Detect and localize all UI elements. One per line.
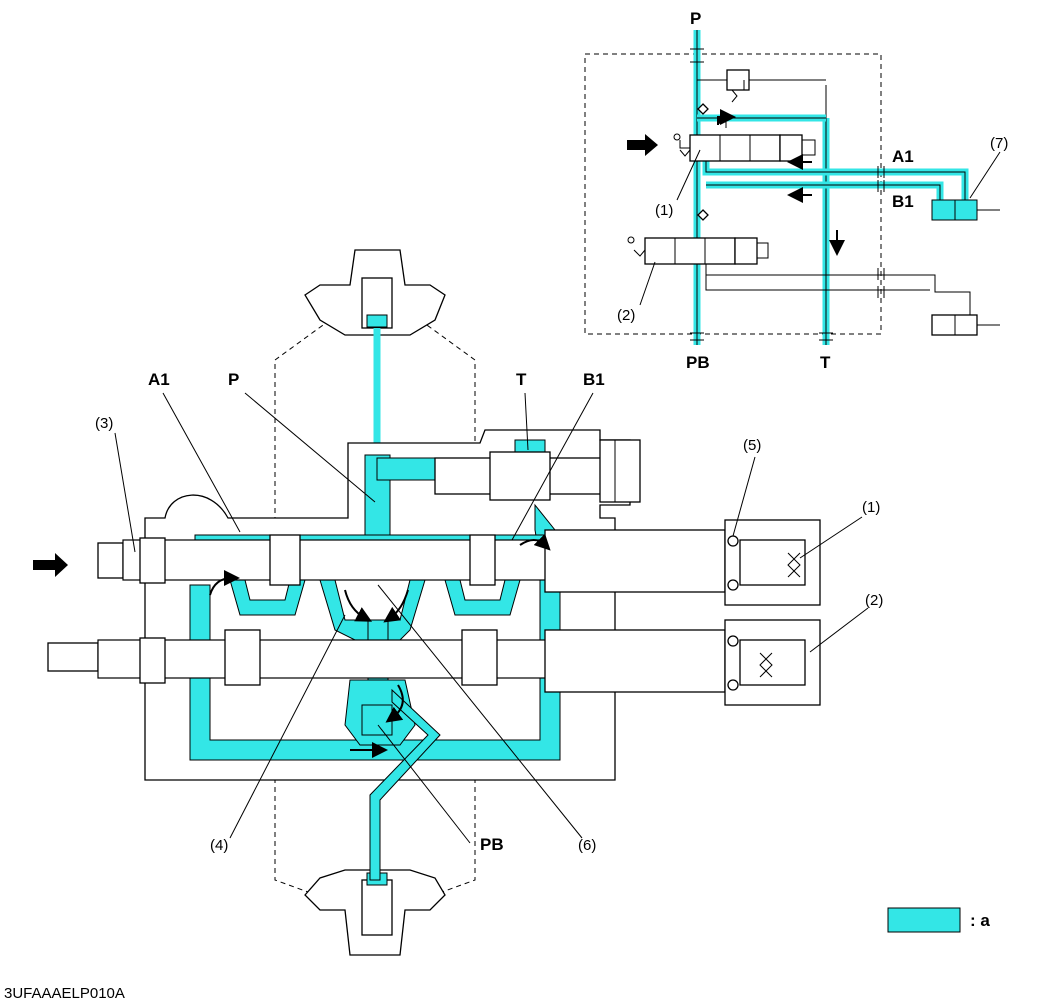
relief-valve-symbol (697, 69, 826, 103)
cylinder-7 (931, 199, 1000, 221)
schematic-callout-1: (1) (655, 202, 673, 219)
flow-arrow (383, 589, 409, 623)
section-callout-5: (5) (743, 437, 761, 454)
flow-arrow (209, 570, 240, 596)
hydraulic-schematic: P A1 B1 PB T (1) (2) (7) (584, 9, 1008, 372)
schematic-valve-boundary (584, 53, 882, 335)
section-label-t: T (516, 370, 527, 389)
schematic-port-p: P (690, 9, 701, 28)
section-label-a1: A1 (148, 370, 170, 389)
schematic-callout-2: (2) (617, 307, 635, 324)
schematic-port-b1: B1 (892, 192, 914, 211)
section-label-p: P (228, 370, 239, 389)
schematic-port-t: T (820, 353, 831, 372)
detent-housing-2 (544, 619, 821, 706)
spool-push-arrow (627, 134, 658, 156)
legend-swatch (887, 907, 961, 933)
legend-label: : a (970, 911, 990, 930)
schematic-callout-7: (7) (990, 135, 1008, 152)
valve-section-view: A1 P T B1 PB (3) (5) (1) (2) (4) (6) (33, 249, 883, 956)
figure-code: 3UFAAAELP010A (4, 985, 125, 1002)
section-callout-6: (6) (578, 837, 596, 854)
detent-housing-1 (544, 519, 821, 606)
flow-arrow (717, 109, 736, 125)
cylinder-secondary (931, 314, 1000, 336)
valve-housing (144, 429, 631, 781)
bottom-port-fitting (304, 869, 446, 956)
check-valve-symbol (697, 103, 709, 115)
flow-arrow (519, 533, 551, 551)
spool-push-arrow (33, 553, 68, 577)
schematic-port-a1: A1 (892, 147, 914, 166)
relief-valve (434, 439, 641, 503)
schematic-valve-2 (627, 236, 769, 265)
spool-1 (97, 534, 584, 586)
section-callout-1: (1) (862, 499, 880, 516)
spool-2 (47, 629, 584, 686)
top-port-fitting (304, 249, 446, 450)
section-label-b1: B1 (583, 370, 605, 389)
schematic-port-pb: PB (686, 353, 710, 372)
section-label-pb: PB (480, 835, 504, 854)
section-callout-4: (4) (210, 837, 228, 854)
section-callout-2: (2) (865, 592, 883, 609)
section-callout-3: (3) (95, 415, 113, 432)
legend: : a (887, 907, 990, 933)
flow-arrow (385, 684, 404, 723)
flow-arrow (344, 589, 373, 622)
